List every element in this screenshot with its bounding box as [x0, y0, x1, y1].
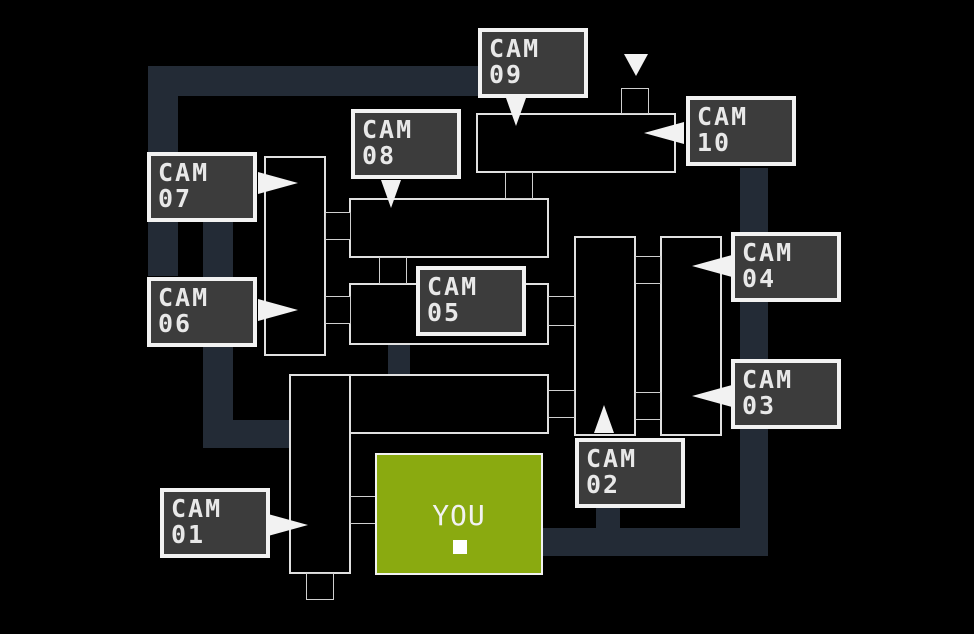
cam-09-number: 09 [489, 60, 524, 89]
connector [306, 573, 334, 600]
cam-06-button[interactable]: CAM 06 [147, 277, 257, 347]
connector [635, 392, 661, 420]
cam-01-number: 01 [171, 520, 206, 549]
cam-01-button[interactable]: CAM 01 [160, 488, 270, 558]
vent-duct [388, 340, 410, 376]
cam03-pointer-icon [692, 385, 732, 407]
connector [635, 256, 661, 284]
cam-06-number: 06 [158, 309, 193, 338]
you-label: YOU [432, 499, 486, 532]
cam-10-number: 10 [697, 128, 732, 157]
vent-duct [148, 66, 518, 96]
cam-02-label: CAM [586, 444, 638, 473]
room-cam01 [289, 374, 351, 574]
cam-03-number: 03 [742, 391, 777, 420]
connector [325, 212, 351, 240]
cam06-pointer-icon [258, 299, 298, 321]
cam-03-label: CAM [742, 365, 794, 394]
vent-duct [203, 420, 298, 448]
cam-05-number: 05 [427, 298, 462, 327]
cam-08-label: CAM [362, 115, 414, 144]
cam-10-label: CAM [697, 102, 749, 131]
cam-03-button[interactable]: CAM 03 [731, 359, 841, 429]
cam-07-button[interactable]: CAM 07 [147, 152, 257, 222]
cam09-pointer-icon [506, 98, 526, 126]
room-corridor [349, 374, 549, 434]
cam-04-label: CAM [742, 238, 794, 267]
cam-07-number: 07 [158, 184, 193, 213]
cam-10-button[interactable]: CAM 10 [686, 96, 796, 166]
cam-06-label: CAM [158, 283, 210, 312]
player-marker-icon [453, 540, 467, 554]
cam07-pointer-icon [258, 172, 298, 194]
connector [621, 88, 649, 114]
room-cam08 [349, 198, 549, 258]
cam10-pointer-icon [644, 122, 684, 144]
connector [548, 296, 575, 326]
cam-01-label: CAM [171, 494, 223, 523]
room-east-hall [574, 236, 636, 436]
connector [548, 390, 575, 418]
cam08-pointer-icon [381, 180, 401, 208]
cam-08-number: 08 [362, 141, 397, 170]
cam-04-button[interactable]: CAM 04 [731, 232, 841, 302]
cam-02-number: 02 [586, 470, 621, 499]
cam02-pointer-icon [594, 405, 614, 433]
cam-05-label: CAM [427, 272, 479, 301]
cam-08-button[interactable]: CAM 08 [351, 109, 461, 179]
cam01-pointer-icon [268, 514, 308, 536]
cam-04-number: 04 [742, 264, 777, 293]
cam-09-button[interactable]: CAM 09 [478, 28, 588, 98]
down-triangle-icon [624, 54, 648, 76]
connector [505, 172, 533, 199]
cam-02-button[interactable]: CAM 02 [575, 438, 685, 508]
vent-duct [596, 505, 620, 535]
vent-duct [540, 528, 768, 556]
cam-09-label: CAM [489, 34, 541, 63]
cam-07-label: CAM [158, 158, 210, 187]
cam-05-button[interactable]: CAM 05 [416, 266, 526, 336]
connector [325, 296, 351, 324]
connector [379, 257, 407, 284]
connector [350, 496, 377, 524]
cam04-pointer-icon [692, 255, 732, 277]
player-office: YOU [375, 453, 543, 575]
